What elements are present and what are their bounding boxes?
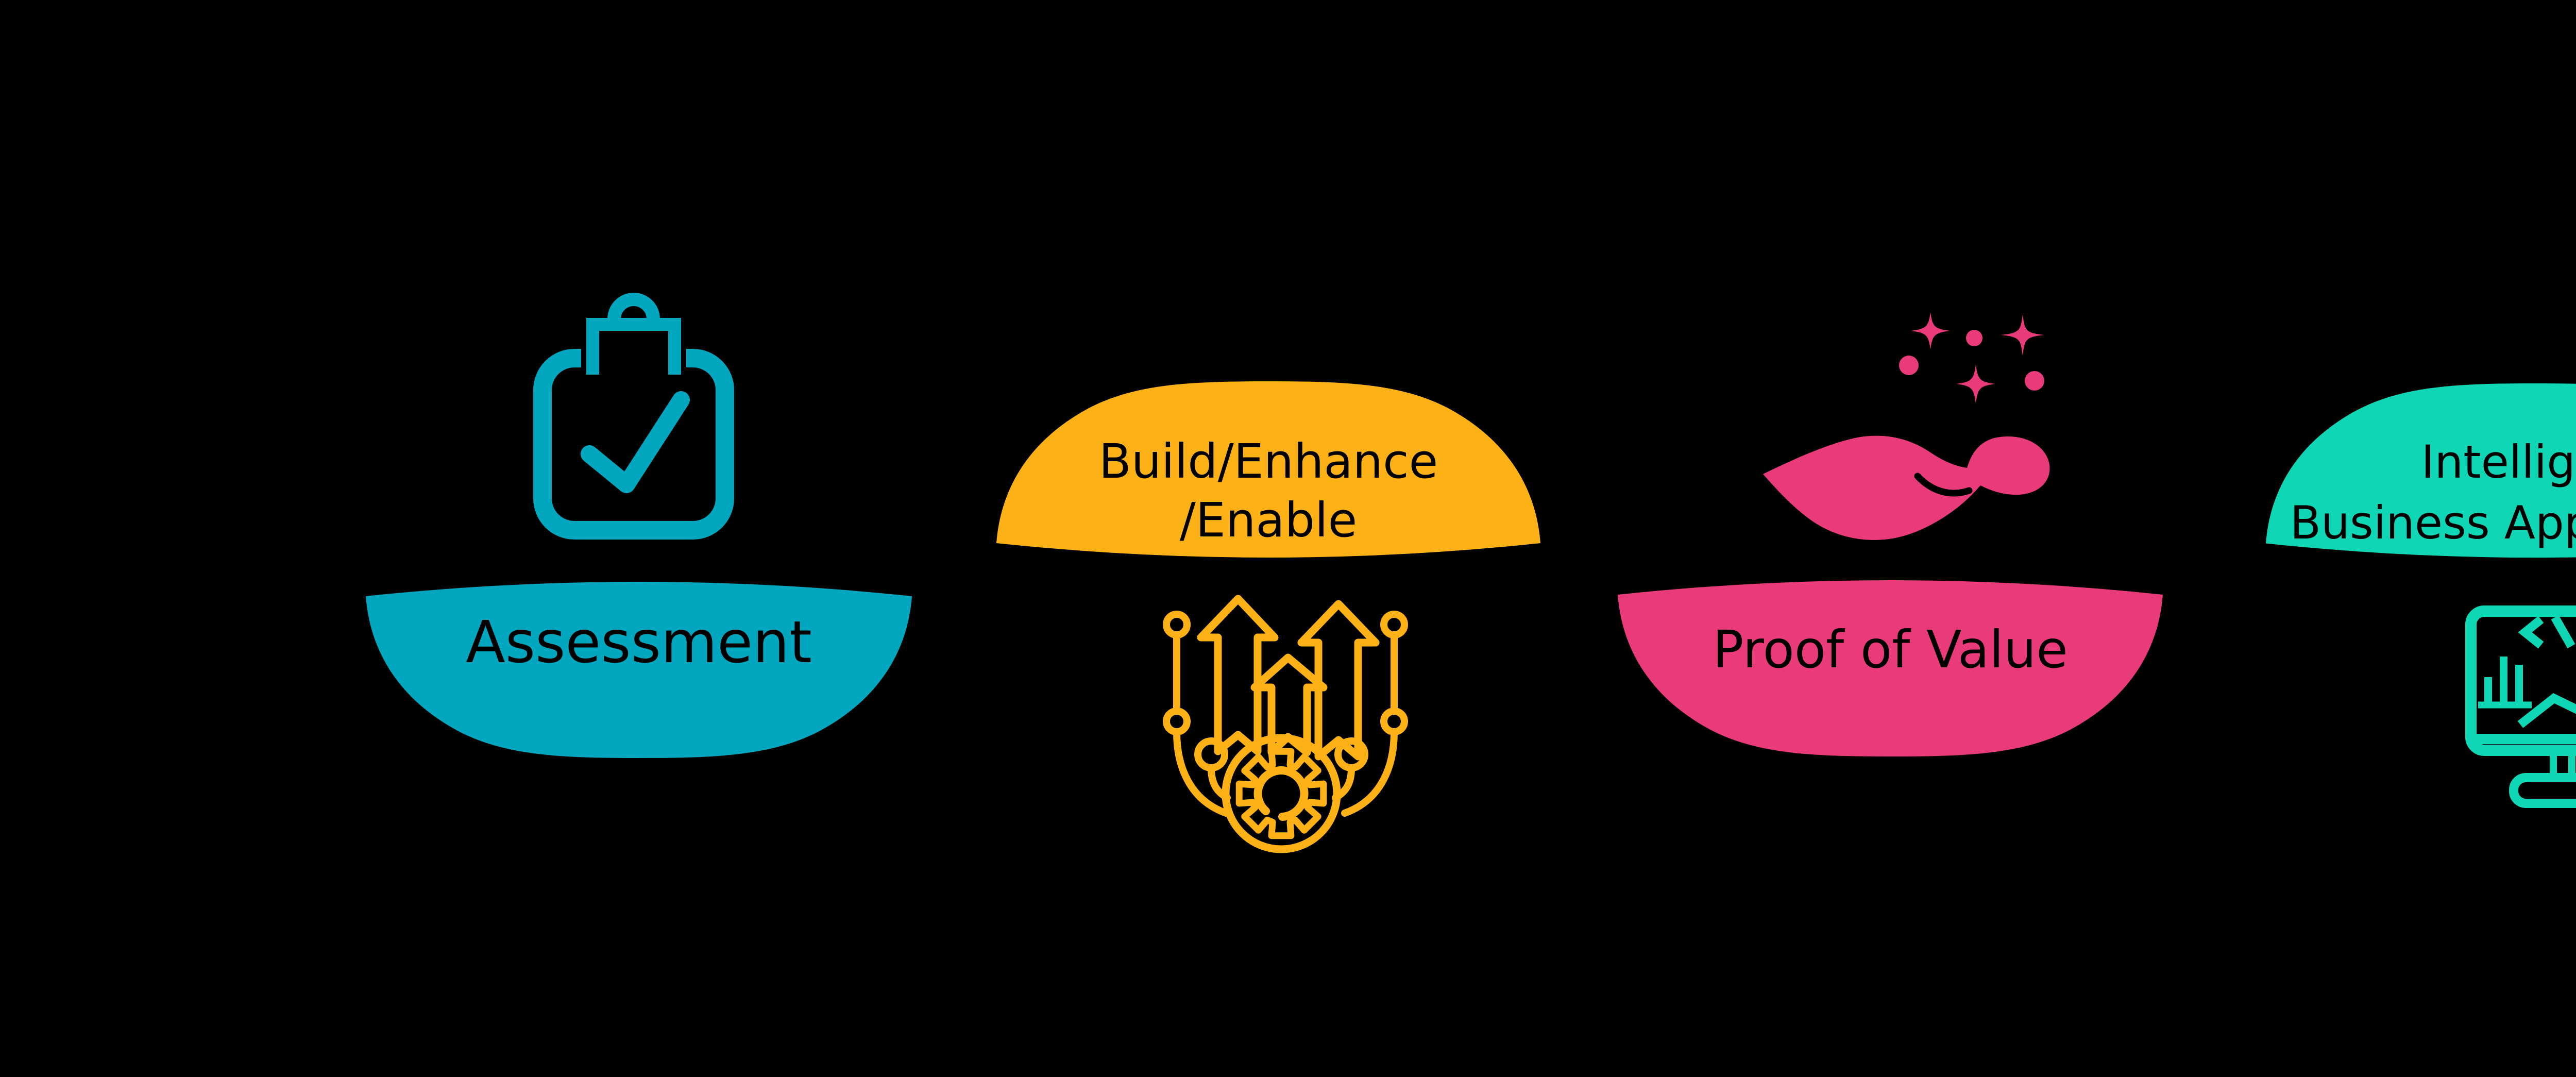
monitor-analytics-icon	[2465, 605, 2576, 808]
build-enhance-enable-label: Build/Enhance /Enable	[996, 432, 1540, 550]
build-enhance-enable-label-line1: Build/Enhance	[1098, 434, 1438, 489]
iba-label-line1: Intelligent	[2421, 435, 2576, 489]
growth-arrows-gear-icon	[1163, 595, 1408, 853]
intelligent-business-applications-label: Intelligent Business Applications	[2266, 432, 2576, 553]
proof-of-value-label-text: Proof of Value	[1713, 619, 2068, 680]
assessment-label-text: Assessment	[466, 609, 812, 676]
clipboard-check-icon	[533, 293, 734, 540]
iba-label-line2: Business Applications	[2290, 496, 2576, 549]
assessment-label: Assessment	[366, 601, 912, 684]
assessment-shape	[366, 582, 912, 758]
proof-of-value-shape	[1618, 580, 2163, 756]
build-enhance-enable-shape	[996, 381, 1540, 558]
hand-sparkles-icon	[1763, 312, 2050, 540]
build-enhance-enable-label-line2: /Enable	[1179, 493, 1358, 548]
intelligent-business-applications-shape	[2266, 383, 2576, 558]
proof-of-value-label: Proof of Value	[1618, 608, 2163, 691]
